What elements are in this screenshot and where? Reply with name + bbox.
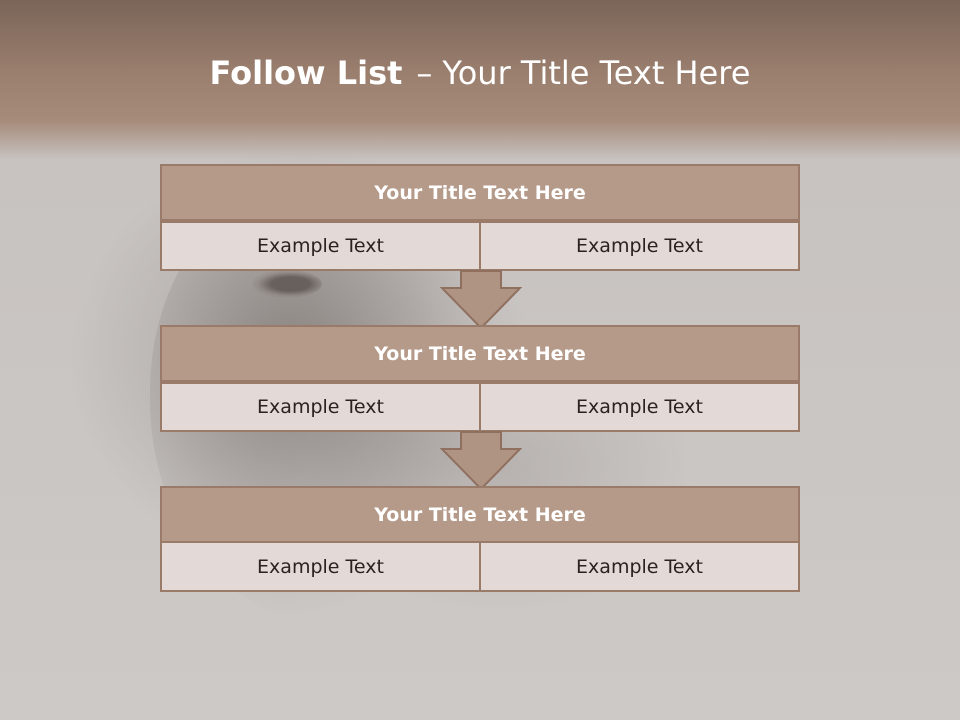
background-eye (252, 270, 322, 298)
list-block-1: Your Title Text Here Example Text Exampl… (160, 164, 800, 272)
header-band (0, 0, 960, 160)
title-separator: – (416, 54, 433, 92)
title-bold: Follow List (209, 54, 403, 92)
block-title: Your Title Text Here (160, 486, 800, 543)
list-block-2: Your Title Text Here Example Text Exampl… (160, 325, 800, 433)
block-title: Your Title Text Here (160, 325, 800, 382)
down-arrow-icon (440, 270, 522, 330)
block-cell-left: Example Text (160, 221, 481, 271)
page-title: Follow List–Your Title Text Here (0, 54, 960, 92)
block-cell-right: Example Text (479, 541, 800, 592)
block-title: Your Title Text Here (160, 164, 800, 221)
down-arrow-icon (440, 431, 522, 491)
block-cell-right: Example Text (479, 382, 800, 432)
block-cell-left: Example Text (160, 541, 481, 592)
title-rest: Your Title Text Here (442, 54, 751, 92)
block-cell-left: Example Text (160, 382, 481, 432)
block-cell-right: Example Text (479, 221, 800, 271)
list-block-3: Your Title Text Here Example Text Exampl… (160, 486, 800, 592)
